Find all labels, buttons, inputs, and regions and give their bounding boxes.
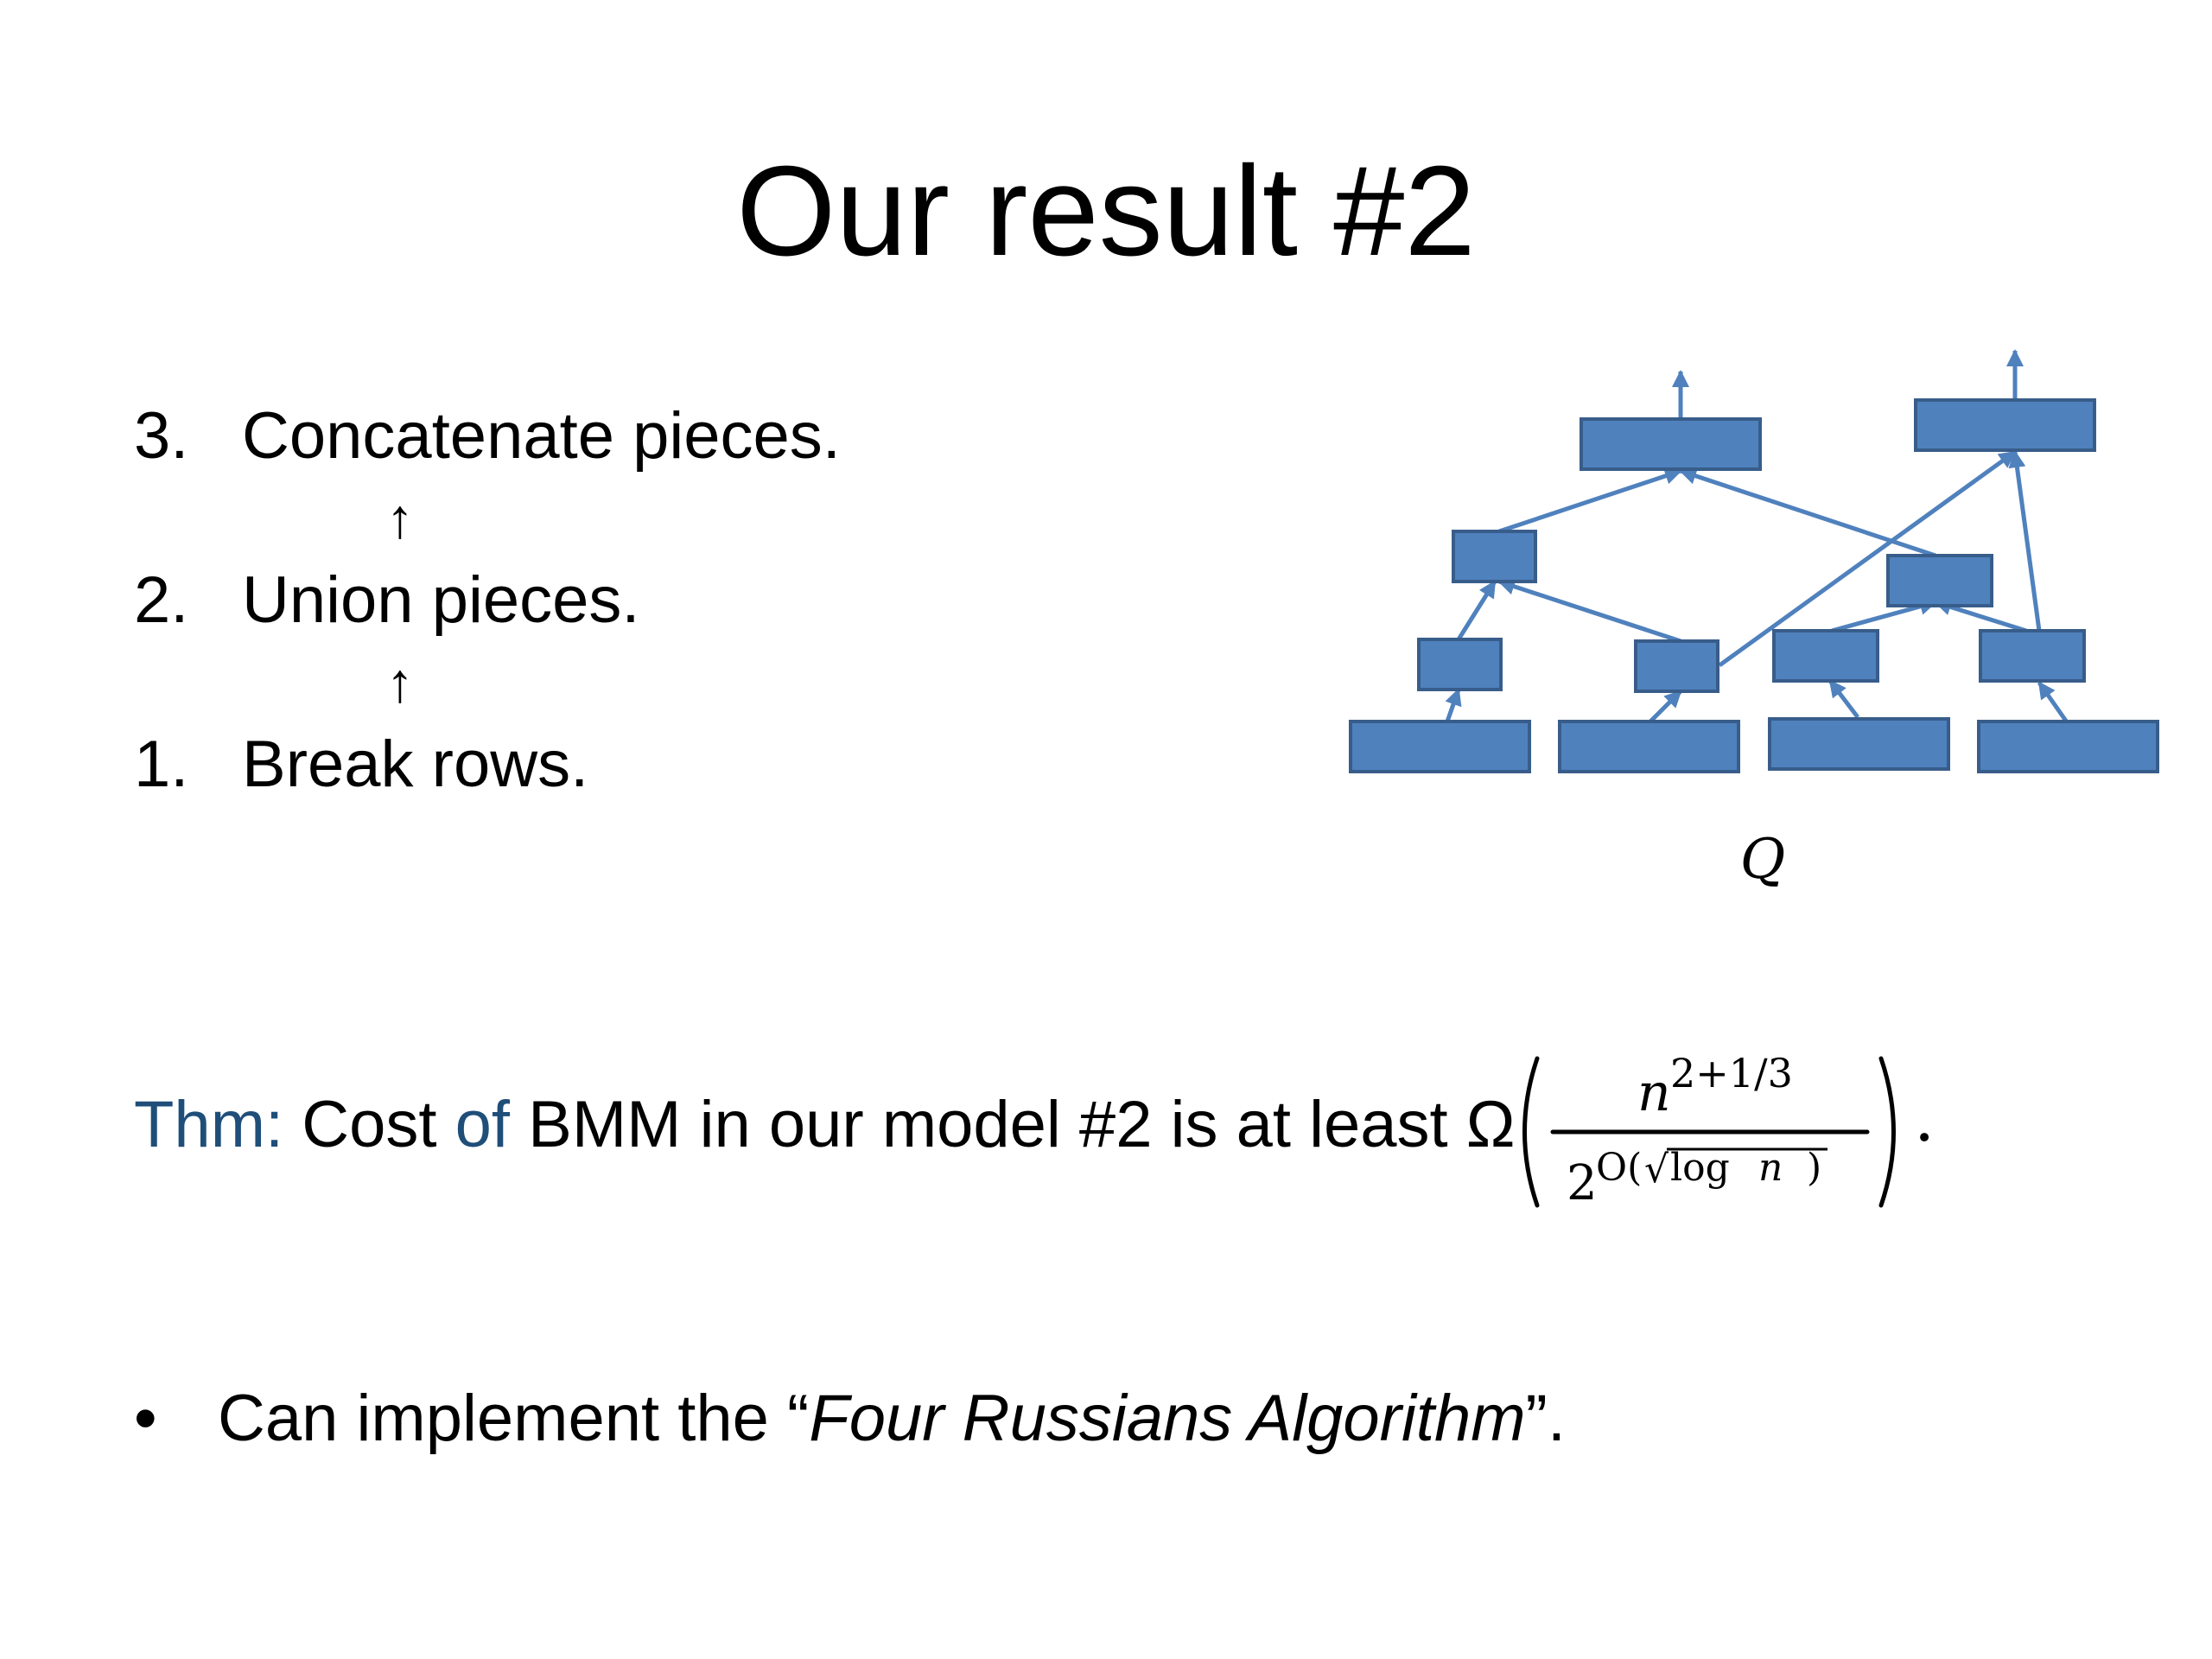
- diagram-node: [1772, 629, 1879, 683]
- bullet-text-italic: Four Russians Algorithm: [809, 1382, 1526, 1455]
- up-arrow-icon: ↑: [386, 652, 414, 714]
- formula-denominator-base: 2: [1567, 1155, 1598, 1211]
- diagram-edge: [1828, 679, 1859, 719]
- diagram-edge: [1498, 467, 1682, 534]
- formula-period: .: [1914, 1079, 1935, 1156]
- bullet-icon: •: [134, 1382, 157, 1455]
- slide-title: Our result #2: [736, 140, 1476, 283]
- diagram-edge: [1445, 688, 1462, 722]
- step-3-number: 3.: [134, 399, 189, 473]
- diagram-node: [1886, 554, 1993, 607]
- diagram-edge: [2008, 450, 2042, 632]
- formula-denominator-exponent-prefix: O(: [1596, 1146, 1642, 1190]
- diagram-node: [1417, 638, 1503, 691]
- right-paren-icon: [1878, 1056, 1896, 1208]
- diagram-edge: [1649, 690, 1682, 723]
- complexity-formula: n 2+1/3 2 O( √ log n ) .: [1522, 1050, 1935, 1211]
- diagram-node: [1349, 720, 1531, 773]
- diagram-node: [1768, 717, 1950, 771]
- diagram-node: [1634, 639, 1719, 693]
- formula-numerator-exponent: 2+1/3: [1670, 1050, 1793, 1096]
- theorem-label: Thm:: [134, 1088, 284, 1161]
- up-arrow-icon: ↑: [386, 487, 414, 550]
- sqrt-icon: √: [1644, 1147, 1669, 1192]
- formula-denominator-exponent-log: log: [1670, 1146, 1730, 1190]
- step-3-text: Concatenate pieces.: [242, 399, 841, 473]
- formula-denominator-exponent-n: n: [1758, 1146, 1783, 1190]
- diagram-node: [1580, 417, 1762, 471]
- theorem-text-2: BMM in our model #2 is at least Ω: [528, 1088, 1516, 1161]
- step-2-number: 2.: [134, 563, 189, 637]
- left-paren-icon: [1522, 1056, 1540, 1208]
- bullet-text: Can implement the “Four Russians Algorit…: [218, 1380, 1566, 1458]
- bullet-text-suffix: ”.: [1525, 1382, 1566, 1455]
- theorem-of-word: of: [454, 1088, 511, 1161]
- diagram-node: [1979, 629, 2086, 683]
- diagram-node: [1914, 398, 2096, 452]
- circuit-diagram: [1349, 349, 2159, 773]
- theorem-statement: Thm: Cost of BMM in our model #2 is at l…: [134, 1086, 1516, 1164]
- step-1-text: Break rows.: [242, 728, 589, 801]
- diagram-label-q: Q: [1739, 828, 1786, 892]
- diagram-edge: [1679, 467, 1936, 558]
- bullet-text-prefix: Can implement the “: [218, 1382, 810, 1455]
- diagram-edge: [1456, 580, 1497, 641]
- formula-numerator-base: n: [1637, 1063, 1671, 1123]
- formula-denominator-exponent-suffix: ): [1807, 1146, 1821, 1190]
- diagram-node: [1452, 530, 1537, 583]
- step-2-text: Union pieces.: [242, 563, 640, 637]
- diagram-node: [1558, 720, 1740, 773]
- diagram-edge: [2037, 681, 2072, 728]
- diagram-edge: [1497, 578, 1681, 644]
- diagram-node: [1977, 720, 2159, 773]
- step-1-number: 1.: [134, 728, 189, 801]
- theorem-text-1: Cost: [302, 1088, 437, 1161]
- diagram-edge: [1718, 449, 2017, 668]
